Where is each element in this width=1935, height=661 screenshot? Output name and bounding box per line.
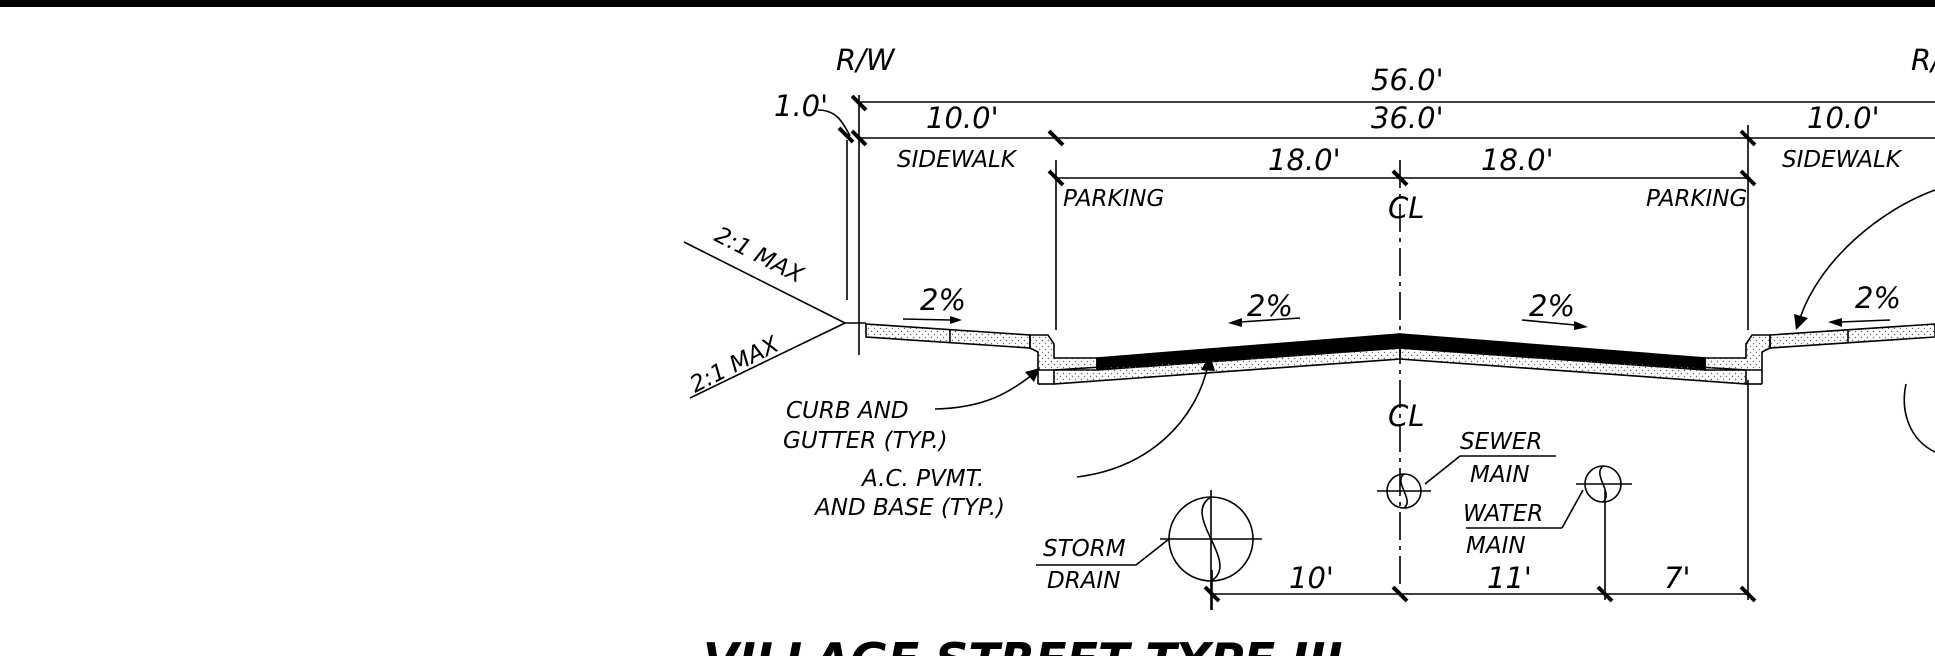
storm-label-line1: STORM (1043, 536, 1126, 562)
curb-gutter-leader (934, 374, 1033, 410)
sidewalk-width-right-label: 10.0' (1807, 101, 1880, 135)
offset-leader (817, 109, 851, 137)
centerline-top-label: CL (1388, 191, 1424, 225)
curb-gutter-line2: GUTTER (TYP.) (783, 428, 948, 454)
half-right-label: 18.0' (1481, 143, 1554, 177)
drawing-title: VILLAGE STREET TYPE III (703, 633, 1343, 656)
pavement-leader (1076, 364, 1209, 478)
sidewalk-right-label: SIDEWALK (1782, 147, 1903, 173)
cross-slope-left: 2% (1247, 289, 1293, 323)
side-slope-lower (689, 322, 846, 399)
utility-dim-11: 11' (1487, 561, 1532, 595)
total-width-label: 56.0' (1371, 63, 1444, 97)
slope-arrow-left (1239, 317, 1301, 323)
curb-gutter-left (1029, 334, 1098, 371)
curb-gutter-right (1704, 334, 1771, 371)
sewer-label-line1: SEWER (1460, 429, 1542, 455)
roadway-width-label: 36.0' (1371, 101, 1444, 135)
storm-label-line2: DRAIN (1047, 568, 1120, 594)
top-border (0, 0, 1935, 7)
pavement-line2: AND BASE (TYP.) (813, 495, 1005, 521)
slope-lower-label: 2:1 MAX (686, 331, 784, 398)
slope-arrow-walk-left (902, 318, 951, 321)
sidewalk-right (1769, 323, 1935, 349)
slope-arrow-walk-right (1839, 319, 1891, 323)
side-slope-upper (683, 241, 846, 324)
sidewalk-width-left-label: 10.0' (926, 101, 999, 135)
cross-slope-walk-left: 2% (920, 283, 966, 317)
utility-dim-10: 10' (1289, 561, 1334, 595)
parking-left-label: PARKING (1063, 186, 1164, 212)
leader-right-upper (1799, 189, 1935, 319)
cross-slope-walk-right: 2% (1855, 281, 1901, 315)
offset-label: 1.0' (774, 89, 828, 123)
cross-slope-right: 2% (1529, 289, 1575, 323)
sidewalk-left (865, 323, 1031, 349)
sidewalk-left-label: SIDEWALK (897, 147, 1018, 173)
rw-right-label: R/W (1911, 43, 1935, 77)
water-label-line2: MAIN (1466, 533, 1526, 559)
parking-right-label: PARKING (1646, 186, 1747, 212)
leader-right-lower (1903, 383, 1935, 453)
water-label-line1: WATER (1463, 501, 1543, 527)
centerline-bottom-label: CL (1388, 399, 1424, 433)
curb-gutter-line1: CURB AND (786, 398, 909, 424)
pavement-line1: A.C. PVMT. (860, 466, 984, 492)
slope-arrow-right (1521, 319, 1576, 326)
half-left-label: 18.0' (1268, 143, 1341, 177)
utility-dim-7: 7' (1664, 561, 1690, 595)
sewer-label-line2: MAIN (1470, 462, 1530, 488)
rw-left-label: R/W (836, 43, 896, 77)
